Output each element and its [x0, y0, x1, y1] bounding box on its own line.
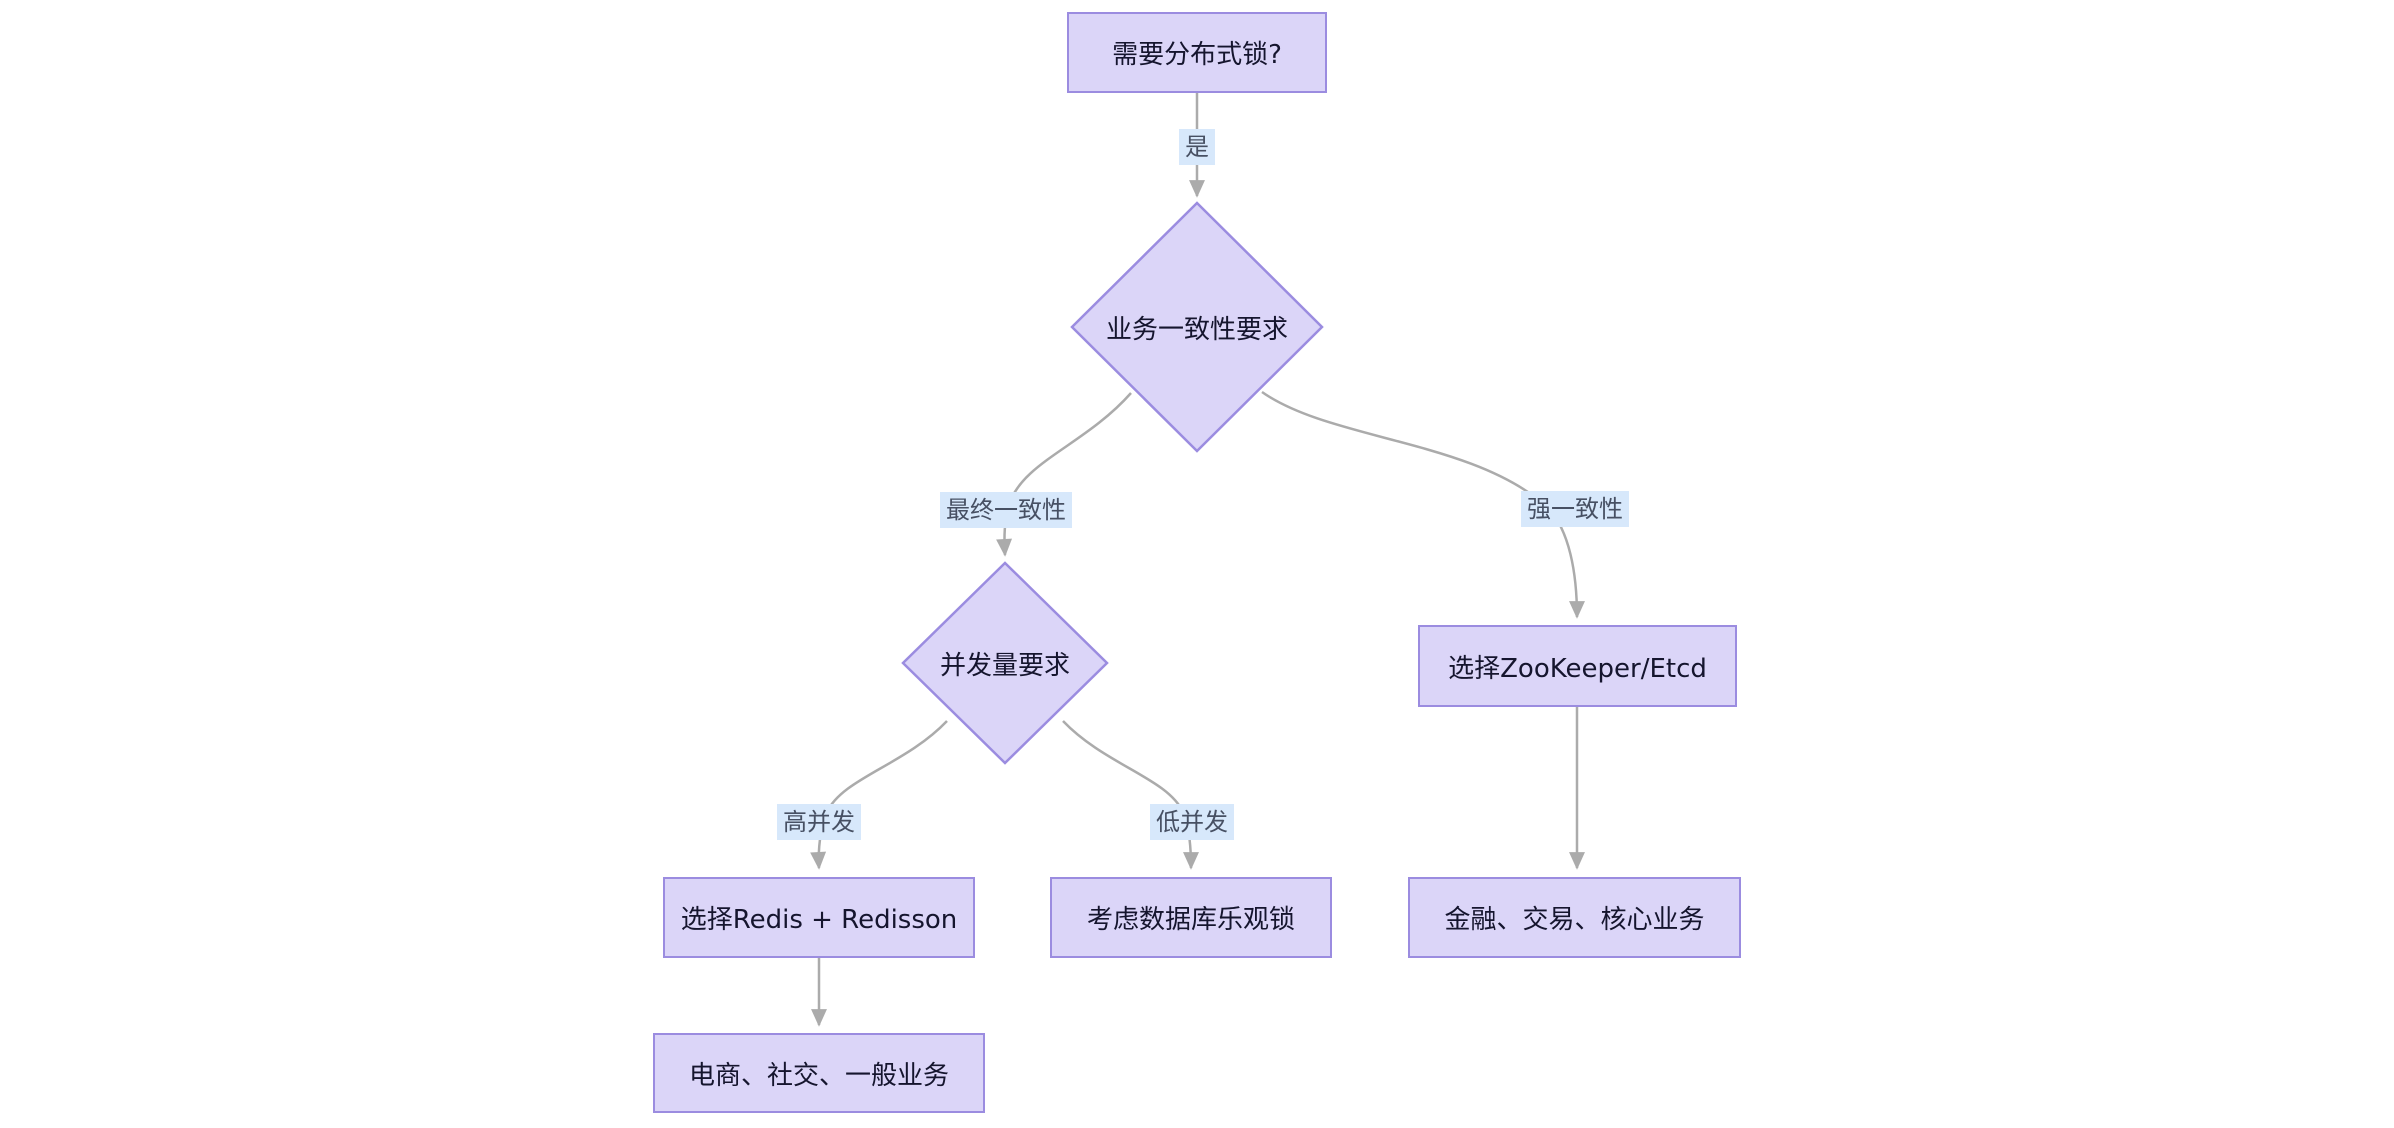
edge-concurrency-redis	[810, 720, 948, 870]
node-db-optimistic: 考虑数据库乐观锁	[1050, 877, 1332, 958]
edge-label-strong-consistency: 强一致性	[1521, 491, 1629, 527]
edge-label-yes: 是	[1179, 129, 1215, 165]
edge-consistency-zookeeper	[1261, 390, 1585, 619]
decision-node-consistency	[1070, 201, 1324, 453]
decision-node-concurrency	[901, 561, 1109, 765]
edge-label-low-concurrency: 低并发	[1150, 804, 1234, 840]
edge-label-high-concurrency: 高并发	[777, 804, 861, 840]
node-start: 需要分布式锁?	[1067, 12, 1327, 93]
node-core-business-label: 金融、交易、核心业务	[1444, 905, 1705, 935]
edge-consistency-concurrency	[996, 392, 1132, 557]
node-zookeeper-label: 选择ZooKeeper/Etcd	[1448, 653, 1707, 684]
node-redis: 选择Redis + Redisson	[663, 877, 975, 958]
node-db-optimistic-label: 考虑数据库乐观锁	[1086, 905, 1295, 935]
node-general-business-label: 电商、社交、一般业务	[688, 1060, 949, 1091]
edge-label-eventual-consistency: 最终一致性	[940, 492, 1072, 528]
node-zookeeper: 选择ZooKeeper/Etcd	[1418, 625, 1737, 707]
node-core-business: 金融、交易、核心业务	[1408, 877, 1741, 958]
node-redis-label: 选择Redis + Redisson	[680, 905, 958, 935]
node-general-business: 电商、社交、一般业务	[653, 1033, 985, 1113]
edge-concurrency-db-optimistic	[1062, 720, 1199, 870]
node-start-label: 需要分布式锁?	[1112, 40, 1282, 70]
